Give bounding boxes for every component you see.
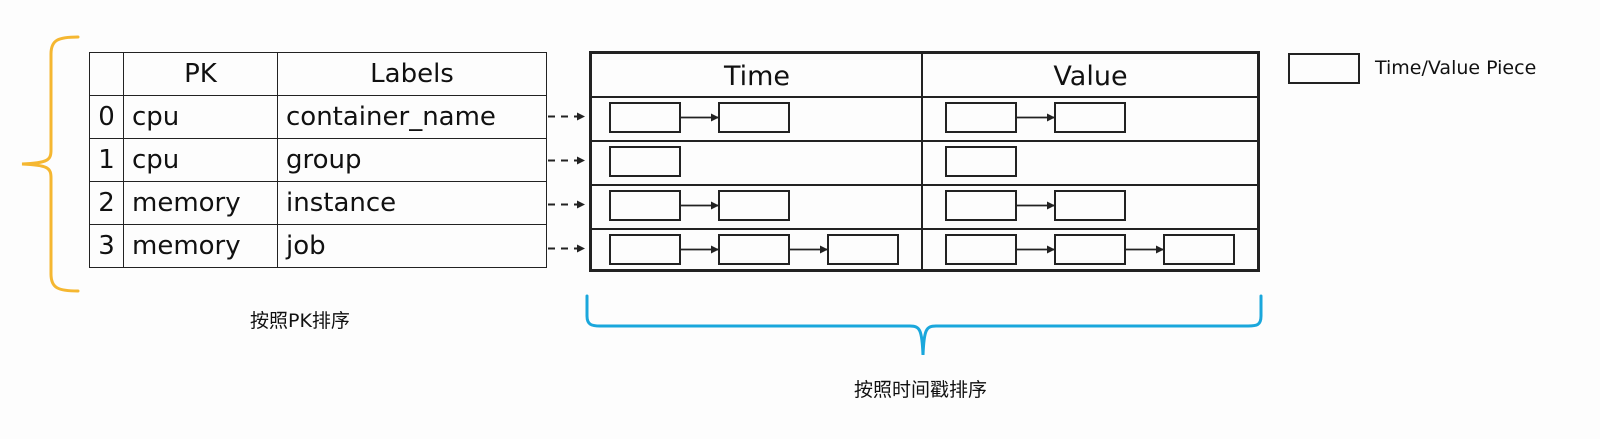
row-label: job	[277, 224, 547, 268]
row-divider	[592, 184, 1257, 186]
pk-sort-brace	[21, 35, 80, 293]
value-piece	[1054, 190, 1126, 221]
table-row: 3 memory job	[89, 224, 547, 268]
time-piece	[718, 234, 790, 265]
value-piece	[1163, 234, 1235, 265]
time-column-header: Time	[723, 61, 791, 92]
table-row: 1 cpu group	[89, 138, 547, 182]
row-divider	[592, 228, 1257, 230]
value-piece	[945, 234, 1017, 265]
labels-column-header: Labels	[277, 52, 547, 96]
time-piece	[609, 146, 681, 177]
legend-label: Time/Value Piece	[1375, 57, 1537, 79]
pk-column-header: PK	[123, 52, 278, 96]
legend-piece-icon	[1288, 53, 1360, 84]
value-piece	[945, 102, 1017, 133]
time-piece	[609, 102, 681, 133]
pk-table-header-row: PK Labels	[89, 52, 547, 96]
value-piece	[1054, 102, 1126, 133]
row-divider	[592, 96, 1257, 98]
pk-labels-table: PK Labels 0 cpu container_name 1 cpu gro…	[89, 52, 547, 268]
row-index: 2	[89, 181, 124, 225]
row-pk: cpu	[123, 95, 278, 139]
column-divider	[921, 54, 923, 269]
row-divider	[592, 140, 1257, 142]
timestamp-sort-caption: 按照时间戳排序	[854, 379, 988, 401]
index-column-header	[89, 52, 124, 96]
table-row: 0 cpu container_name	[89, 95, 547, 139]
row-pk: cpu	[123, 138, 278, 182]
time-piece	[609, 190, 681, 221]
row-label: container_name	[277, 95, 547, 139]
row-label: instance	[277, 181, 547, 225]
time-piece	[609, 234, 681, 265]
value-column-header: Value	[1053, 61, 1128, 92]
row-index: 1	[89, 138, 124, 182]
row-label: group	[277, 138, 547, 182]
time-value-table: Time Value	[589, 51, 1260, 272]
time-piece	[718, 102, 790, 133]
pk-sort-caption: 按照PK排序	[250, 310, 350, 332]
time-piece	[827, 234, 899, 265]
time-piece	[718, 190, 790, 221]
value-piece	[945, 190, 1017, 221]
table-row: 2 memory instance	[89, 181, 547, 225]
timestamp-sort-brace	[585, 294, 1263, 356]
value-piece	[945, 146, 1017, 177]
row-pk: memory	[123, 181, 278, 225]
row-pk: memory	[123, 224, 278, 268]
value-piece	[1054, 234, 1126, 265]
